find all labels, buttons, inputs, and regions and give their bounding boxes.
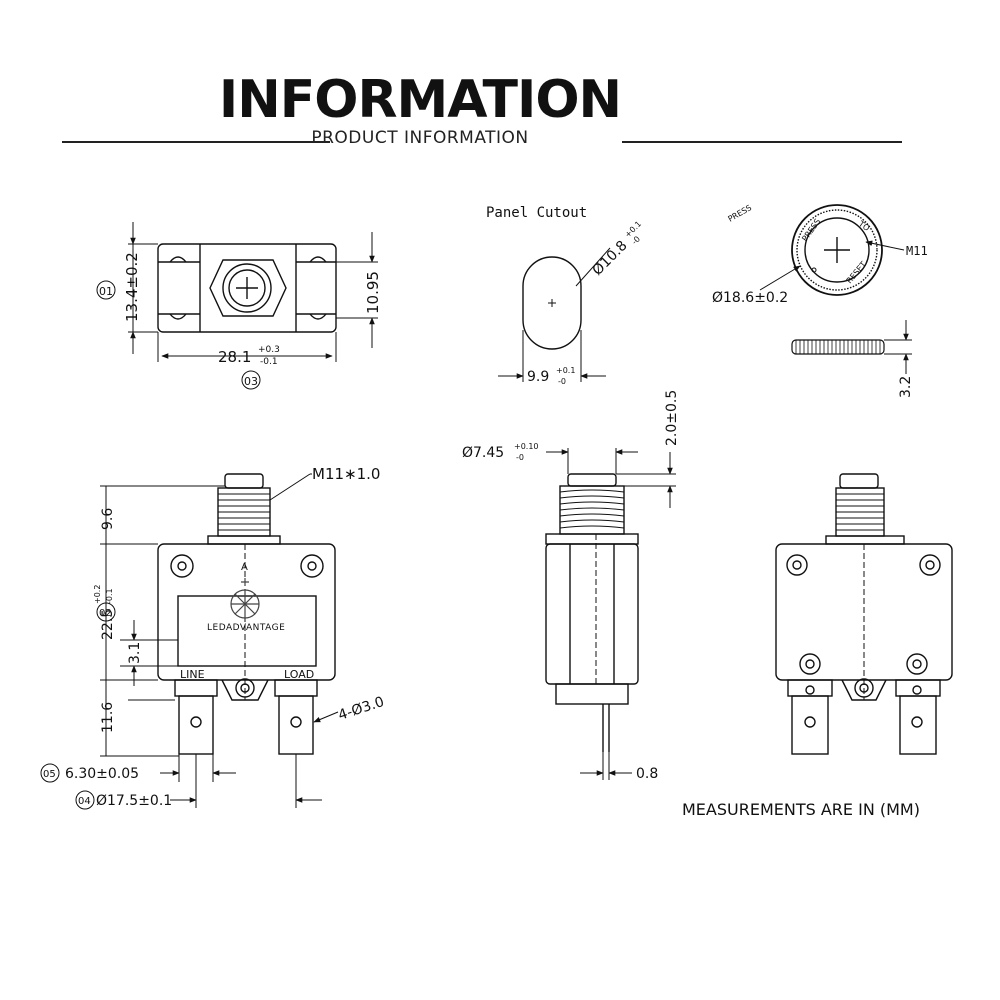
brand-text: LEDADVANTAGE — [207, 623, 285, 633]
panel-cutout-label: Panel Cutout — [486, 205, 587, 221]
front-h-small: 3.1 — [127, 642, 143, 664]
page-subtitle: PRODUCT INFORMATION — [311, 128, 529, 148]
ref-05: 05 — [43, 769, 56, 780]
cap-thread: M11 — [906, 244, 928, 258]
side-diameter-tol: +0.10 — [514, 442, 539, 451]
side-diameter: Ø7.45 — [462, 445, 504, 461]
ref-02: 02 — [99, 608, 112, 619]
panel-diameter: Ø10.8 — [590, 238, 631, 279]
front-pitch: Ø17.5±0.1 — [96, 793, 172, 809]
rule-left — [62, 141, 330, 143]
front-thread: M11∗1.0 — [312, 465, 380, 483]
dim-width-tol-lower: -0.1 — [260, 357, 278, 367]
front-h-top: 9.6 — [100, 508, 116, 530]
measurement-note: MEASUREMENTS ARE IN (MM) — [682, 800, 920, 819]
reset-cap-top — [759, 204, 905, 296]
side-diameter-tol-lower: -0 — [516, 453, 524, 462]
ref-03: 03 — [244, 375, 258, 388]
side-pin: 0.8 — [636, 766, 658, 782]
panel-cutout — [498, 247, 611, 382]
side-view — [545, 448, 676, 780]
front-view — [40, 473, 339, 810]
front-h-body-tol-lower: -0.1 — [105, 588, 114, 604]
panel-flat: 9.9 — [527, 369, 549, 385]
ring-text-reset: RESET — [845, 260, 868, 286]
letter-a: A — [241, 562, 248, 573]
dim-width: 28.1 — [218, 348, 251, 366]
line-label: LINE — [180, 668, 205, 681]
front-h-body-tol-upper: +0.2 — [93, 585, 102, 604]
panel-flat-tol-lower: -0 — [558, 377, 566, 386]
reset-cap-side — [791, 320, 912, 374]
side-travel: 2.0±0.5 — [664, 390, 680, 446]
press-label: PRESS — [727, 203, 754, 224]
ref-01: 01 — [99, 285, 113, 298]
rear-view — [775, 473, 953, 755]
dim-height: 13.4±0.2 — [123, 252, 141, 322]
panel-flat-tol: +0.1 — [556, 366, 575, 375]
dim-inner-height: 10.95 — [364, 271, 382, 314]
load-label: LOAD — [284, 668, 314, 681]
front-h-body: 22.5 — [100, 609, 116, 640]
front-hole: 4-Ø3.0 — [336, 694, 386, 724]
ref-04: 04 — [78, 796, 91, 807]
page-title: INFORMATION — [218, 70, 622, 130]
cap-thickness: 3.2 — [898, 376, 914, 398]
front-h-terminal: 11.6 — [100, 702, 116, 733]
brand-logo — [230, 578, 260, 619]
cap-diameter: Ø18.6±0.2 — [712, 290, 788, 306]
dim-width-tol-upper: +0.3 — [258, 345, 280, 355]
rule-right — [622, 141, 902, 143]
front-terminal-width: 6.30±0.05 — [65, 766, 139, 782]
ring-text-to: TO — [856, 219, 871, 233]
top-view — [96, 222, 378, 390]
